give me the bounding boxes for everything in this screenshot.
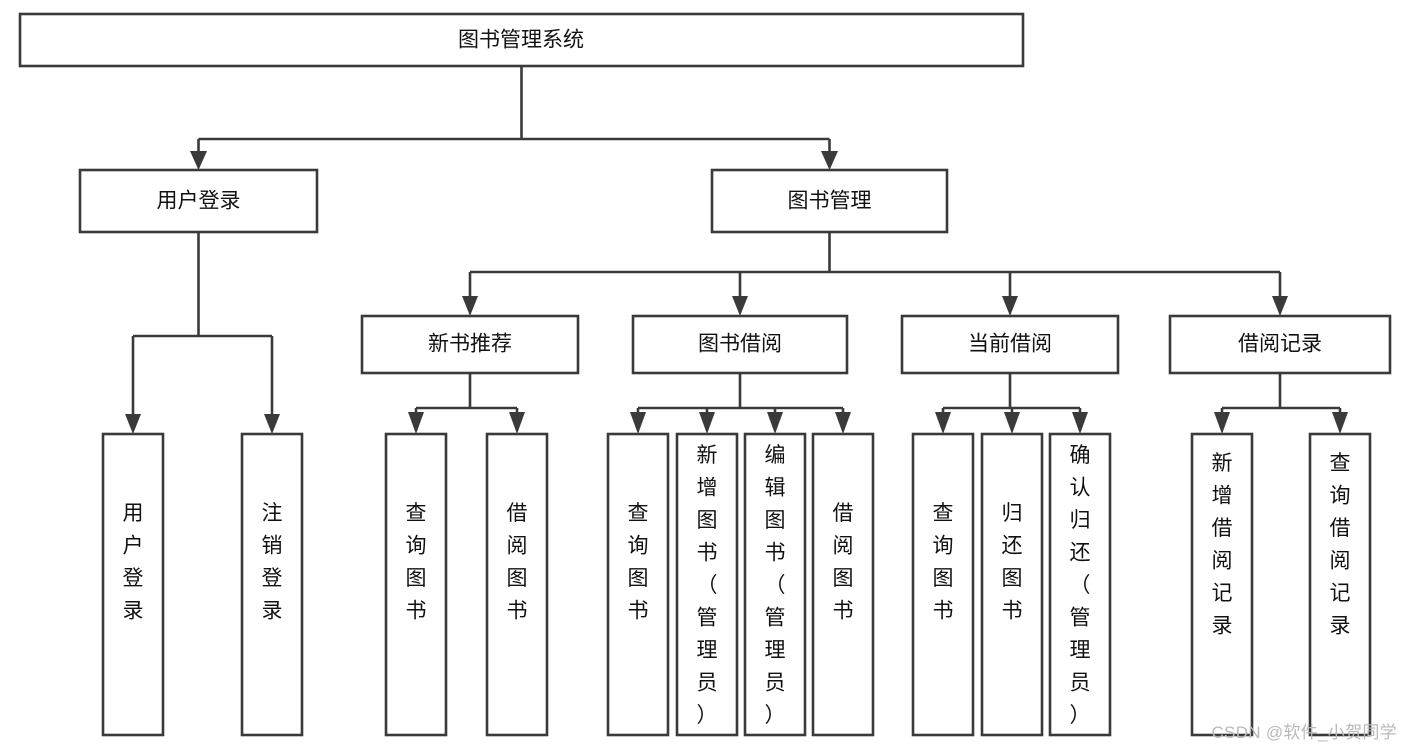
node-leaf-query-book-1-label: 查询图书: [406, 502, 427, 623]
node-leaf-borrow-book-2-label: 借阅图书: [833, 502, 854, 623]
node-leaf-borrow-book-1-label: 借阅图书: [507, 502, 528, 623]
node-leaf-edit-book[interactable]: 编辑图书（管理员）: [743, 432, 807, 737]
arrowhead-book-borrow: [732, 296, 748, 316]
arrowhead-leaf-query-book-1: [408, 412, 424, 434]
node-user-login[interactable]: 用户登录: [78, 168, 319, 234]
node-leaf-borrow-book-1-box[interactable]: [485, 432, 549, 737]
arrowhead-leaf-add-record: [1214, 412, 1230, 434]
arrowhead-new-book-recommend: [462, 296, 478, 316]
arrowhead-leaf-query-record: [1332, 412, 1348, 434]
node-leaf-add-record[interactable]: 新增借阅记录: [1190, 432, 1254, 737]
node-current-borrow[interactable]: 当前借阅: [900, 314, 1120, 375]
node-leaf-user-login[interactable]: 用户登录: [101, 432, 165, 737]
node-leaf-confirm-return-box[interactable]: [1048, 432, 1112, 737]
arrowhead-book-manage: [821, 151, 838, 170]
connector-group-new-book-recommend-to-leaves: [408, 373, 525, 434]
node-book-manage-label: 图书管理: [788, 190, 872, 213]
node-leaf-query-book-3[interactable]: 查询图书: [911, 432, 975, 737]
node-leaf-add-record-label: 新增借阅记录: [1212, 452, 1233, 638]
node-leaf-query-record[interactable]: 查询借阅记录: [1308, 432, 1372, 737]
node-leaf-return-book-label: 归还图书: [1002, 502, 1023, 623]
node-leaf-return-book[interactable]: 归还图书: [980, 432, 1044, 737]
node-leaf-logout-label: 注销登录: [262, 502, 283, 623]
arrowhead-leaf-query-book-2: [630, 412, 646, 434]
connector-group-current-borrow-to-leaves: [935, 373, 1088, 434]
node-current-borrow-label: 当前借阅: [968, 333, 1052, 356]
node-leaf-user-login-label: 用户登录: [123, 502, 144, 623]
node-leaf-borrow-book-1[interactable]: 借阅图书: [485, 432, 549, 737]
node-leaf-query-record-box[interactable]: [1308, 432, 1372, 737]
node-new-book-recommend-label: 新书推荐: [428, 333, 512, 356]
node-user-login-box[interactable]: [78, 168, 319, 234]
node-leaf-edit-book-box[interactable]: [743, 432, 807, 737]
node-leaf-query-book-3-box[interactable]: [911, 432, 975, 737]
node-borrow-record-label: 借阅记录: [1238, 333, 1322, 356]
node-leaf-user-login-box[interactable]: [101, 432, 165, 737]
node-book-manage-box[interactable]: [710, 168, 949, 234]
node-leaf-edit-book-label: 编辑图书（管理员）: [765, 444, 786, 727]
arrowhead-leaf-return-book: [1004, 412, 1020, 434]
node-new-book-recommend[interactable]: 新书推荐: [360, 314, 580, 375]
node-leaf-add-record-box[interactable]: [1190, 432, 1254, 737]
arrowhead-current-borrow: [1002, 296, 1018, 316]
arrowhead-leaf-add-book: [699, 412, 715, 434]
arrowhead-leaf-confirm-return: [1072, 412, 1088, 434]
node-current-borrow-box[interactable]: [900, 314, 1120, 375]
node-root-box[interactable]: [18, 12, 1025, 68]
node-borrow-record-box[interactable]: [1168, 314, 1392, 375]
node-root[interactable]: 图书管理系统: [18, 12, 1025, 68]
node-leaf-query-book-3-label: 查询图书: [933, 502, 954, 623]
node-leaf-confirm-return[interactable]: 确认归还（管理员）: [1048, 432, 1112, 737]
arrowhead-leaf-borrow-book-1: [509, 412, 525, 434]
node-leaf-query-book-2-label: 查询图书: [628, 502, 649, 623]
node-leaf-borrow-book-2-box[interactable]: [811, 432, 875, 737]
node-leaf-query-book-1[interactable]: 查询图书: [384, 432, 448, 737]
node-leaf-confirm-return-label: 确认归还（管理员）: [1070, 444, 1091, 727]
arrowhead-borrow-record: [1272, 296, 1288, 316]
connector-group-root-to-level2: [190, 66, 838, 170]
node-leaf-add-book[interactable]: 新增图书（管理员）: [675, 432, 739, 737]
node-leaf-query-book-2[interactable]: 查询图书: [606, 432, 670, 737]
node-leaf-add-book-box[interactable]: [675, 432, 739, 737]
node-leaf-query-book-1-box[interactable]: [384, 432, 448, 737]
connector-group-book-manage-to-level3: [462, 232, 1288, 316]
arrowhead-leaf-logout: [264, 414, 280, 434]
connector-group-book-borrow-to-leaves: [630, 373, 851, 434]
arrowhead-leaf-edit-book: [767, 412, 783, 434]
node-book-borrow-box[interactable]: [631, 314, 849, 375]
connector-group-borrow-record-to-leaves: [1214, 373, 1348, 434]
arrowhead-leaf-user-login: [125, 414, 141, 434]
node-book-manage[interactable]: 图书管理: [710, 168, 949, 234]
node-leaf-logout-box[interactable]: [240, 432, 304, 737]
arrowhead-leaf-query-book-3: [935, 412, 951, 434]
node-new-book-recommend-box[interactable]: [360, 314, 580, 375]
connector-group-user-login-to-leaves: [125, 232, 280, 434]
node-leaf-query-book-2-box[interactable]: [606, 432, 670, 737]
node-leaf-query-record-label: 查询借阅记录: [1330, 452, 1351, 638]
node-leaf-logout[interactable]: 注销登录: [240, 432, 304, 737]
arrowhead-user-login: [190, 151, 207, 170]
arrowhead-leaf-borrow-book-2: [835, 412, 851, 434]
node-leaf-return-book-box[interactable]: [980, 432, 1044, 737]
watermark: CSDN @软件_小贺同学: [1211, 723, 1397, 742]
node-book-borrow[interactable]: 图书借阅: [631, 314, 849, 375]
node-book-borrow-label: 图书借阅: [698, 333, 782, 356]
node-leaf-borrow-book-2[interactable]: 借阅图书: [811, 432, 875, 737]
node-leaf-add-book-label: 新增图书（管理员）: [697, 444, 718, 727]
node-root-label: 图书管理系统: [458, 29, 584, 52]
node-user-login-label: 用户登录: [157, 190, 241, 213]
node-borrow-record[interactable]: 借阅记录: [1168, 314, 1392, 375]
